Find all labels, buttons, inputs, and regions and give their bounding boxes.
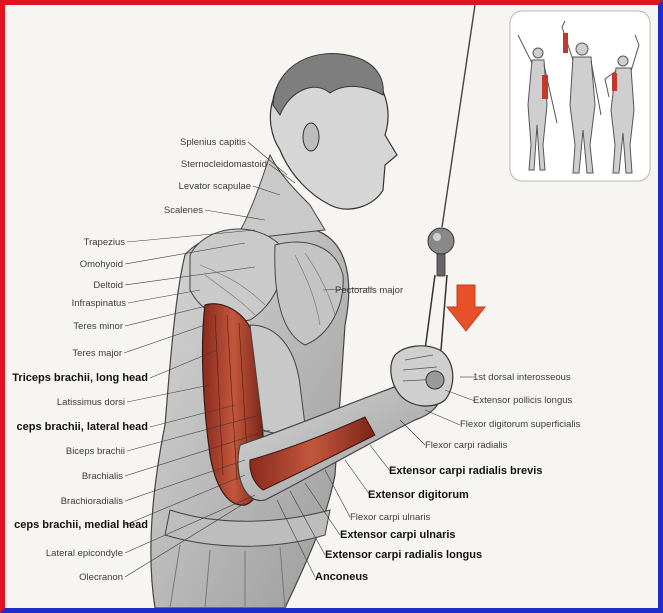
label-flexor-carpi-radialis: Flexor carpi radialis (425, 440, 508, 451)
label-extensor-carpi-ulnaris: Extensor carpi ulnaris (340, 529, 456, 541)
label-extensor-pollicis-longus: Extensor pollicis longus (473, 395, 573, 406)
down-arrow-icon (447, 285, 485, 331)
label-olecranon: Olecranon (79, 572, 123, 583)
label-triceps-long-head: Triceps brachii, long head (12, 372, 148, 384)
label-pectoralis-major: Pectoralis major (335, 285, 403, 296)
label-splenius-capitis: Splenius capitis (180, 137, 246, 148)
cable-icon (442, 5, 475, 227)
label-trapezius: Trapezius (84, 237, 126, 248)
label-levator-scapulae: Levator scapulae (179, 181, 251, 192)
label-flexor-carpi-ulnaris: Flexor carpi ulnaris (350, 512, 430, 523)
label-extensor-digitorum: Extensor digitorum (368, 489, 469, 501)
inset-muscle-map (510, 11, 650, 181)
label-omohyoid: Omohyoid (80, 259, 123, 270)
label-extensor-carpi-radialis-longus: Extensor carpi radialis longus (325, 549, 482, 561)
label-extensor-carpi-radialis-brevis: Extensor carpi radialis brevis (389, 465, 542, 477)
label-infraspinatus: Infraspinatus (72, 298, 127, 309)
label-deltoid: Deltoid (93, 280, 123, 291)
label-brachioradialis: Brachioradialis (61, 496, 124, 507)
label-latissimus-dorsi: Latissimus dorsi (57, 397, 125, 408)
label-triceps-lateral-head: ceps brachii, lateral head (17, 421, 148, 433)
label-teres-major: Teres major (72, 348, 122, 359)
label-lateral-epicondyle: Lateral epicondyle (46, 548, 123, 559)
label-1st-dorsal-interosseous: 1st dorsal interosseous (473, 372, 571, 383)
label-scalenes: Scalenes (164, 205, 203, 216)
label-anconeus: Anconeus (315, 571, 368, 583)
label-sternocleidomastoid: Sternocleidomastoid (181, 159, 267, 170)
label-biceps-brachii: Biceps brachii (66, 446, 125, 457)
label-brachialis: Brachialis (82, 471, 123, 482)
label-flexor-digitorum-superficialis: Flexor digitorum superficialis (460, 419, 581, 430)
label-triceps-medial-head: ceps brachii, medial head (14, 519, 148, 531)
label-teres-minor: Teres minor (73, 321, 123, 332)
anatomy-plate: Splenius capitis Sternocleidomastoid Lev… (5, 5, 658, 608)
pulley-handle (425, 228, 454, 350)
